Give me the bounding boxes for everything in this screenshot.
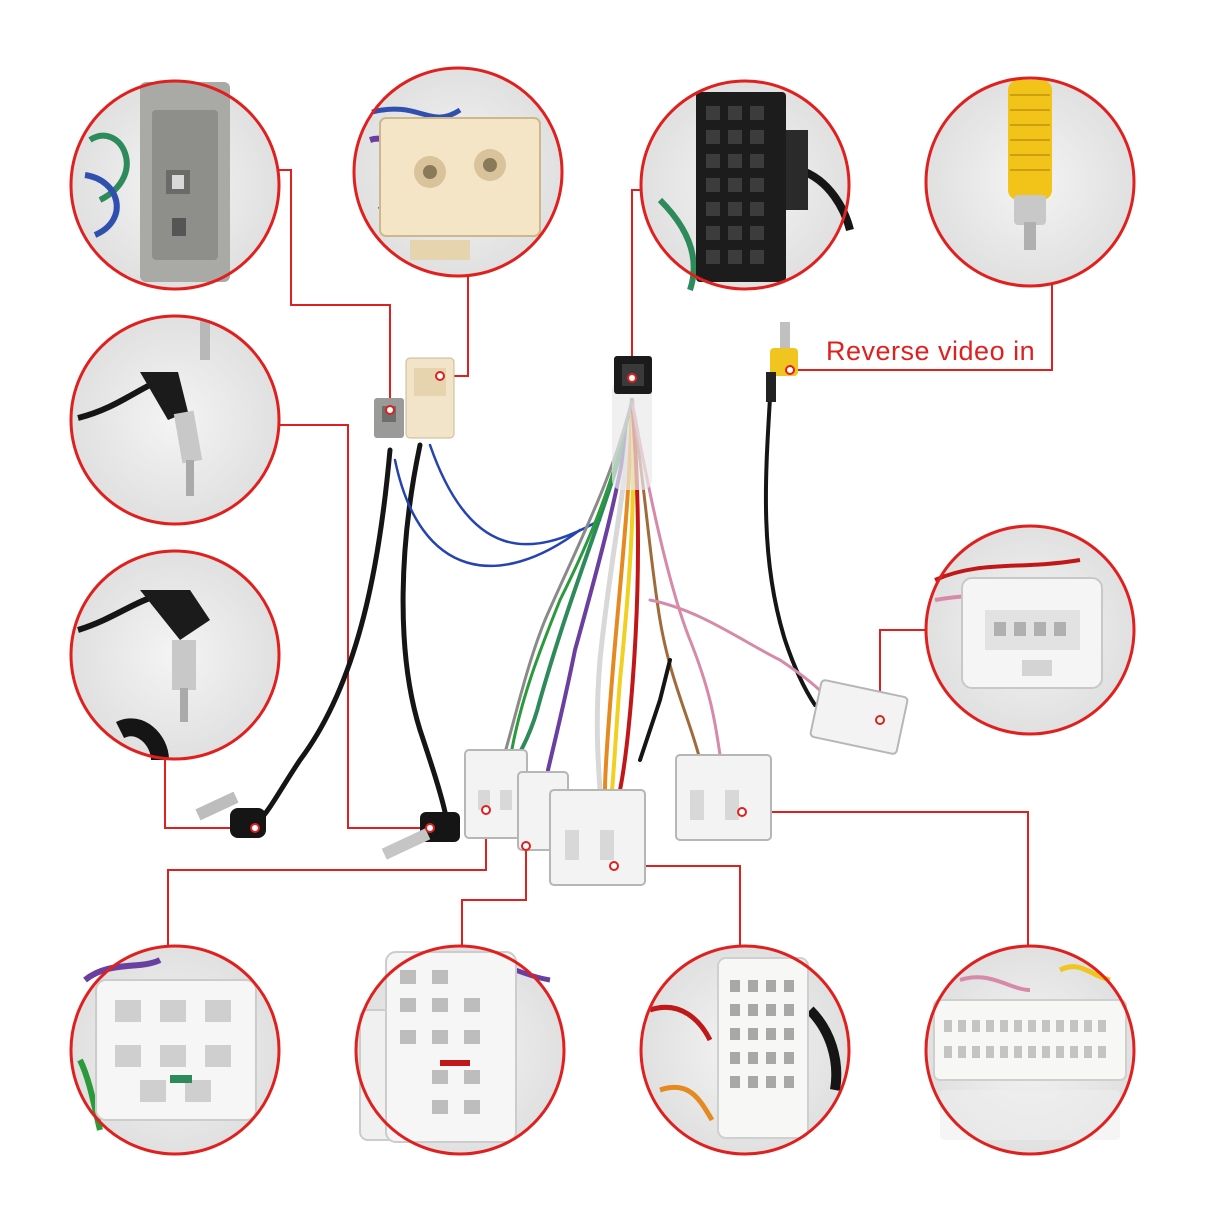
angled-antenna-connector-icon: [77, 590, 210, 761]
callout-white-28-pin-connector: [924, 944, 1136, 1156]
white-20-pin-connector-icon: [649, 957, 842, 1139]
beige-two-pin-connector-icon: [369, 106, 541, 260]
reverse-video-in-label: Reverse video in: [826, 336, 1036, 366]
callout-white-10-pin-connector-a: [69, 944, 281, 1156]
callout-white-camera-connector: [924, 524, 1136, 736]
rca-plug: [780, 322, 790, 352]
callout-white-10-pin-connector-b: [354, 944, 566, 1156]
white-camera-plug: [809, 679, 909, 755]
callout-iso-16-pin-head-unit-plug: [639, 79, 854, 291]
leader-16pin: [631, 189, 640, 378]
leader-20pin: [614, 865, 741, 945]
central-harness: [195, 322, 909, 886]
leader-angled-antenna: [164, 750, 255, 829]
leader-male-antenna: [280, 424, 430, 829]
male-antenna-plug-body: [381, 812, 460, 860]
callout-angled-antenna-plug: [69, 549, 281, 761]
white-28-pin-connector-icon: [933, 964, 1127, 1140]
white-20pin-plug: [549, 789, 646, 886]
white-10-pin-connector-icon-a: [77, 957, 257, 1131]
antenna-male-connector-icon: [77, 320, 210, 496]
grey-antenna-connector-icon: [84, 82, 230, 282]
leader-camera-connector: [879, 629, 930, 720]
callout-beige-antenna-plug: [352, 66, 564, 278]
callout-grey-antenna-plug: [69, 79, 281, 291]
callout-fm-antenna-male-plug: [69, 314, 281, 526]
white-small-connector-icon: [934, 558, 1103, 689]
callout-white-20-pin-connector: [639, 944, 851, 1156]
black-16-pin-connector-icon: [657, 92, 854, 291]
callout-rca-reverse-video-plug: [924, 76, 1136, 288]
leader-rca: [790, 280, 1053, 371]
leader-grey-antenna: [275, 169, 391, 410]
leader-28pin: [742, 811, 1029, 945]
leader-10pin-b: [461, 846, 527, 945]
yellow-rca-connector-icon: [1008, 80, 1052, 250]
leader-10pin-a: [167, 810, 487, 945]
